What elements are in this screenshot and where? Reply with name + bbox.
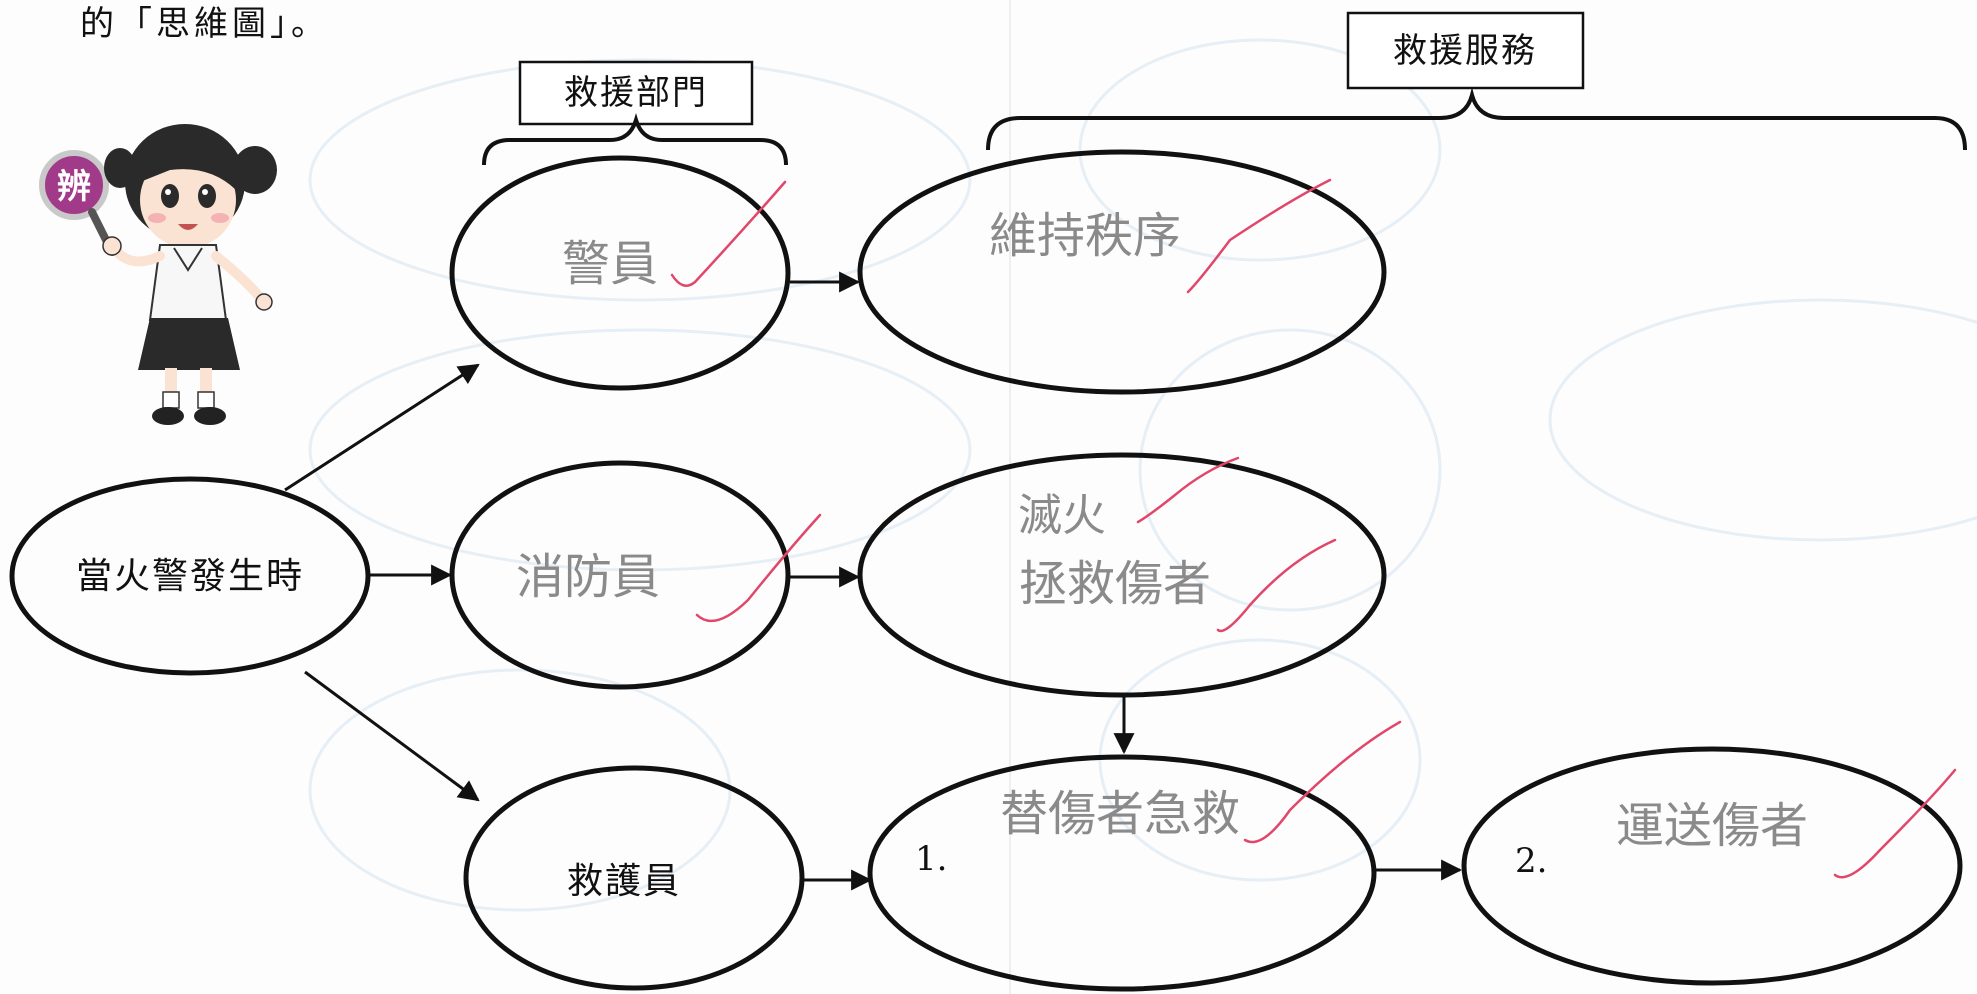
root-node-label: 當火警發生時 [76,556,304,597]
intro-text: 的「思維圖」。 [80,4,329,44]
department-node-ambulance: 救護員 [463,765,805,991]
service-node-ambulance-1-line-1: 替傷者急救 [1000,786,1240,842]
service-node-police: 維持秩序 [857,149,1387,395]
service-node-ambulance-2: 2. 運送傷者 [1461,746,1963,986]
arrow-root-to-police [284,363,480,492]
service-node-fire-line-1: 滅火 [1018,490,1106,541]
services-header-label: 救援服務 [1393,31,1537,71]
check-mark-ambulance-service-2 [1833,768,1957,879]
service-node-ambulance-2-line-1: 運送傷者 [1616,798,1808,854]
mascot-badge: 辨 [57,167,91,207]
root-node: 當火警發生時 [9,476,371,676]
bleed-through-marks [308,0,1977,994]
service-node-ambulance-1-number: 1. [915,839,947,879]
departments-header-label: 救援部門 [564,73,708,113]
check-mark-ambulance-service-1 [1243,720,1402,844]
check-mark-police-service [1186,178,1332,294]
department-node-police: 警員 [449,155,791,391]
check-mark-fire-service-2 [1216,538,1337,633]
department-node-ambulance-label: 救護員 [567,861,681,902]
service-node-ambulance-2-number: 2. [1515,841,1547,881]
mascot-girl-illustration: 辨 [39,124,277,425]
department-node-fire-label: 消防員 [516,549,660,605]
service-node-fire: 滅火 拯救傷者 [857,452,1387,698]
department-node-police-label: 警員 [562,236,658,292]
service-node-fire-line-2: 拯救傷者 [1019,556,1211,612]
departments-brace [482,113,788,166]
check-mark-fire [695,513,822,623]
connector-arrows [284,271,1463,891]
services-brace [986,87,1967,151]
services-header: 救援服務 [1346,11,1585,90]
service-node-ambulance-1: 1. 替傷者急救 [867,754,1377,992]
arrow-root-to-ambulance [304,670,480,802]
check-mark-police [670,180,787,287]
department-node-fire: 消防員 [449,460,791,690]
check-mark-fire-service-1 [1136,456,1240,524]
check-marks [670,178,1957,879]
service-node-police-line-1: 維持秩序 [989,208,1181,264]
